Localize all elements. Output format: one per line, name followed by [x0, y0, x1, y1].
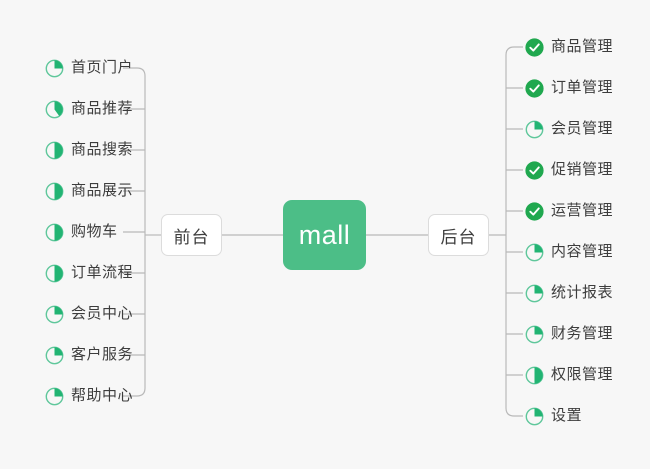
- check-circle-icon: [525, 37, 544, 57]
- leaf-node[interactable]: 促销管理: [525, 157, 613, 183]
- leaf-node-label: 帮助中心: [71, 387, 134, 404]
- leaf-node[interactable]: 内容管理: [525, 239, 613, 265]
- branch-node-frontend[interactable]: 前台: [161, 214, 222, 256]
- leaf-node[interactable]: 商品搜索: [45, 137, 133, 163]
- check-circle-icon: [525, 78, 544, 98]
- leaf-node[interactable]: 订单流程: [45, 260, 133, 286]
- pie-icon: [45, 182, 64, 201]
- leaf-node-label: 购物车: [71, 223, 118, 240]
- leaf-node-label: 会员管理: [551, 120, 614, 137]
- pie-icon: [525, 366, 544, 385]
- leaf-node[interactable]: 商品展示: [45, 178, 133, 204]
- leaf-node[interactable]: 会员中心: [45, 301, 133, 327]
- leaf-node[interactable]: 订单管理: [525, 75, 613, 101]
- leaf-node[interactable]: 商品推荐: [45, 96, 133, 122]
- check-circle-icon: [525, 160, 544, 180]
- leaf-node[interactable]: 商品管理: [525, 34, 613, 60]
- pie-icon: [525, 284, 544, 303]
- leaf-node-label: 客户服务: [71, 346, 134, 363]
- leaf-node-label: 促销管理: [551, 161, 614, 178]
- check-circle-icon: [525, 201, 544, 221]
- pie-icon: [45, 305, 64, 324]
- pie-icon: [45, 223, 64, 242]
- root-node-label: mall: [298, 219, 351, 250]
- leaf-node-label: 商品搜索: [71, 141, 134, 158]
- pie-icon: [45, 387, 64, 406]
- leaf-node-label: 统计报表: [551, 284, 614, 301]
- leaf-node[interactable]: 客户服务: [45, 342, 133, 368]
- pie-icon: [45, 346, 64, 365]
- leaf-node-label: 财务管理: [551, 325, 614, 342]
- leaf-node-label: 订单流程: [71, 264, 134, 281]
- leaf-node-label: 订单管理: [551, 79, 614, 96]
- leaf-node-label: 商品展示: [71, 182, 134, 199]
- branch-node-frontend-label: 前台: [173, 227, 210, 247]
- pie-icon: [525, 407, 544, 426]
- leaf-node-label: 首页门户: [71, 59, 134, 76]
- leaf-node-label: 设置: [551, 407, 583, 424]
- leaf-node-label: 会员中心: [71, 305, 134, 322]
- pie-icon: [45, 100, 64, 119]
- leaf-node[interactable]: 财务管理: [525, 321, 613, 347]
- leaf-node[interactable]: 统计报表: [525, 280, 613, 306]
- pie-icon: [525, 243, 544, 262]
- branch-node-backend[interactable]: 后台: [428, 214, 489, 256]
- pie-icon: [525, 325, 544, 344]
- leaf-node-label: 商品推荐: [71, 100, 134, 117]
- leaf-node-label: 内容管理: [551, 243, 614, 260]
- leaf-node[interactable]: 设置: [525, 403, 582, 429]
- leaf-node-label: 商品管理: [551, 38, 614, 55]
- leaf-node-label: 权限管理: [551, 366, 614, 383]
- pie-icon: [45, 59, 64, 78]
- pie-icon: [525, 120, 544, 139]
- leaf-node[interactable]: 首页门户: [45, 55, 133, 81]
- leaf-node[interactable]: 帮助中心: [45, 383, 133, 409]
- pie-icon: [45, 141, 64, 160]
- leaf-node[interactable]: 权限管理: [525, 362, 613, 388]
- leaf-node-label: 运营管理: [551, 202, 614, 219]
- leaf-node[interactable]: 运营管理: [525, 198, 613, 224]
- branch-node-backend-label: 后台: [440, 227, 477, 247]
- leaf-node[interactable]: 会员管理: [525, 116, 613, 142]
- pie-icon: [45, 264, 64, 283]
- leaf-node[interactable]: 购物车: [45, 219, 118, 245]
- root-node-mall[interactable]: mall: [283, 200, 366, 270]
